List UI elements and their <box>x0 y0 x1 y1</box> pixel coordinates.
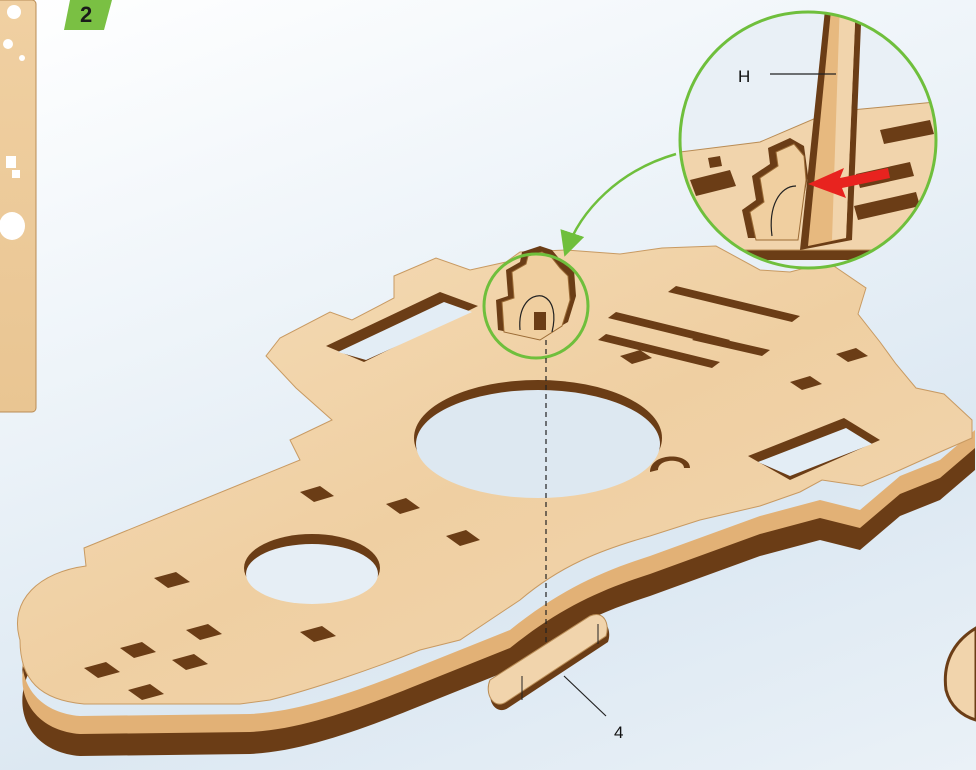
step-number: 2 <box>80 2 92 27</box>
part-h-label: H <box>738 67 750 86</box>
zoom-callout <box>680 0 936 268</box>
left-wood-panel <box>0 0 36 412</box>
next-part-edge <box>945 628 976 720</box>
callout-connector <box>566 154 676 252</box>
part-4-leader <box>564 676 606 716</box>
part-4-label: 4 <box>614 723 623 742</box>
step-badge: 2 <box>64 0 112 30</box>
